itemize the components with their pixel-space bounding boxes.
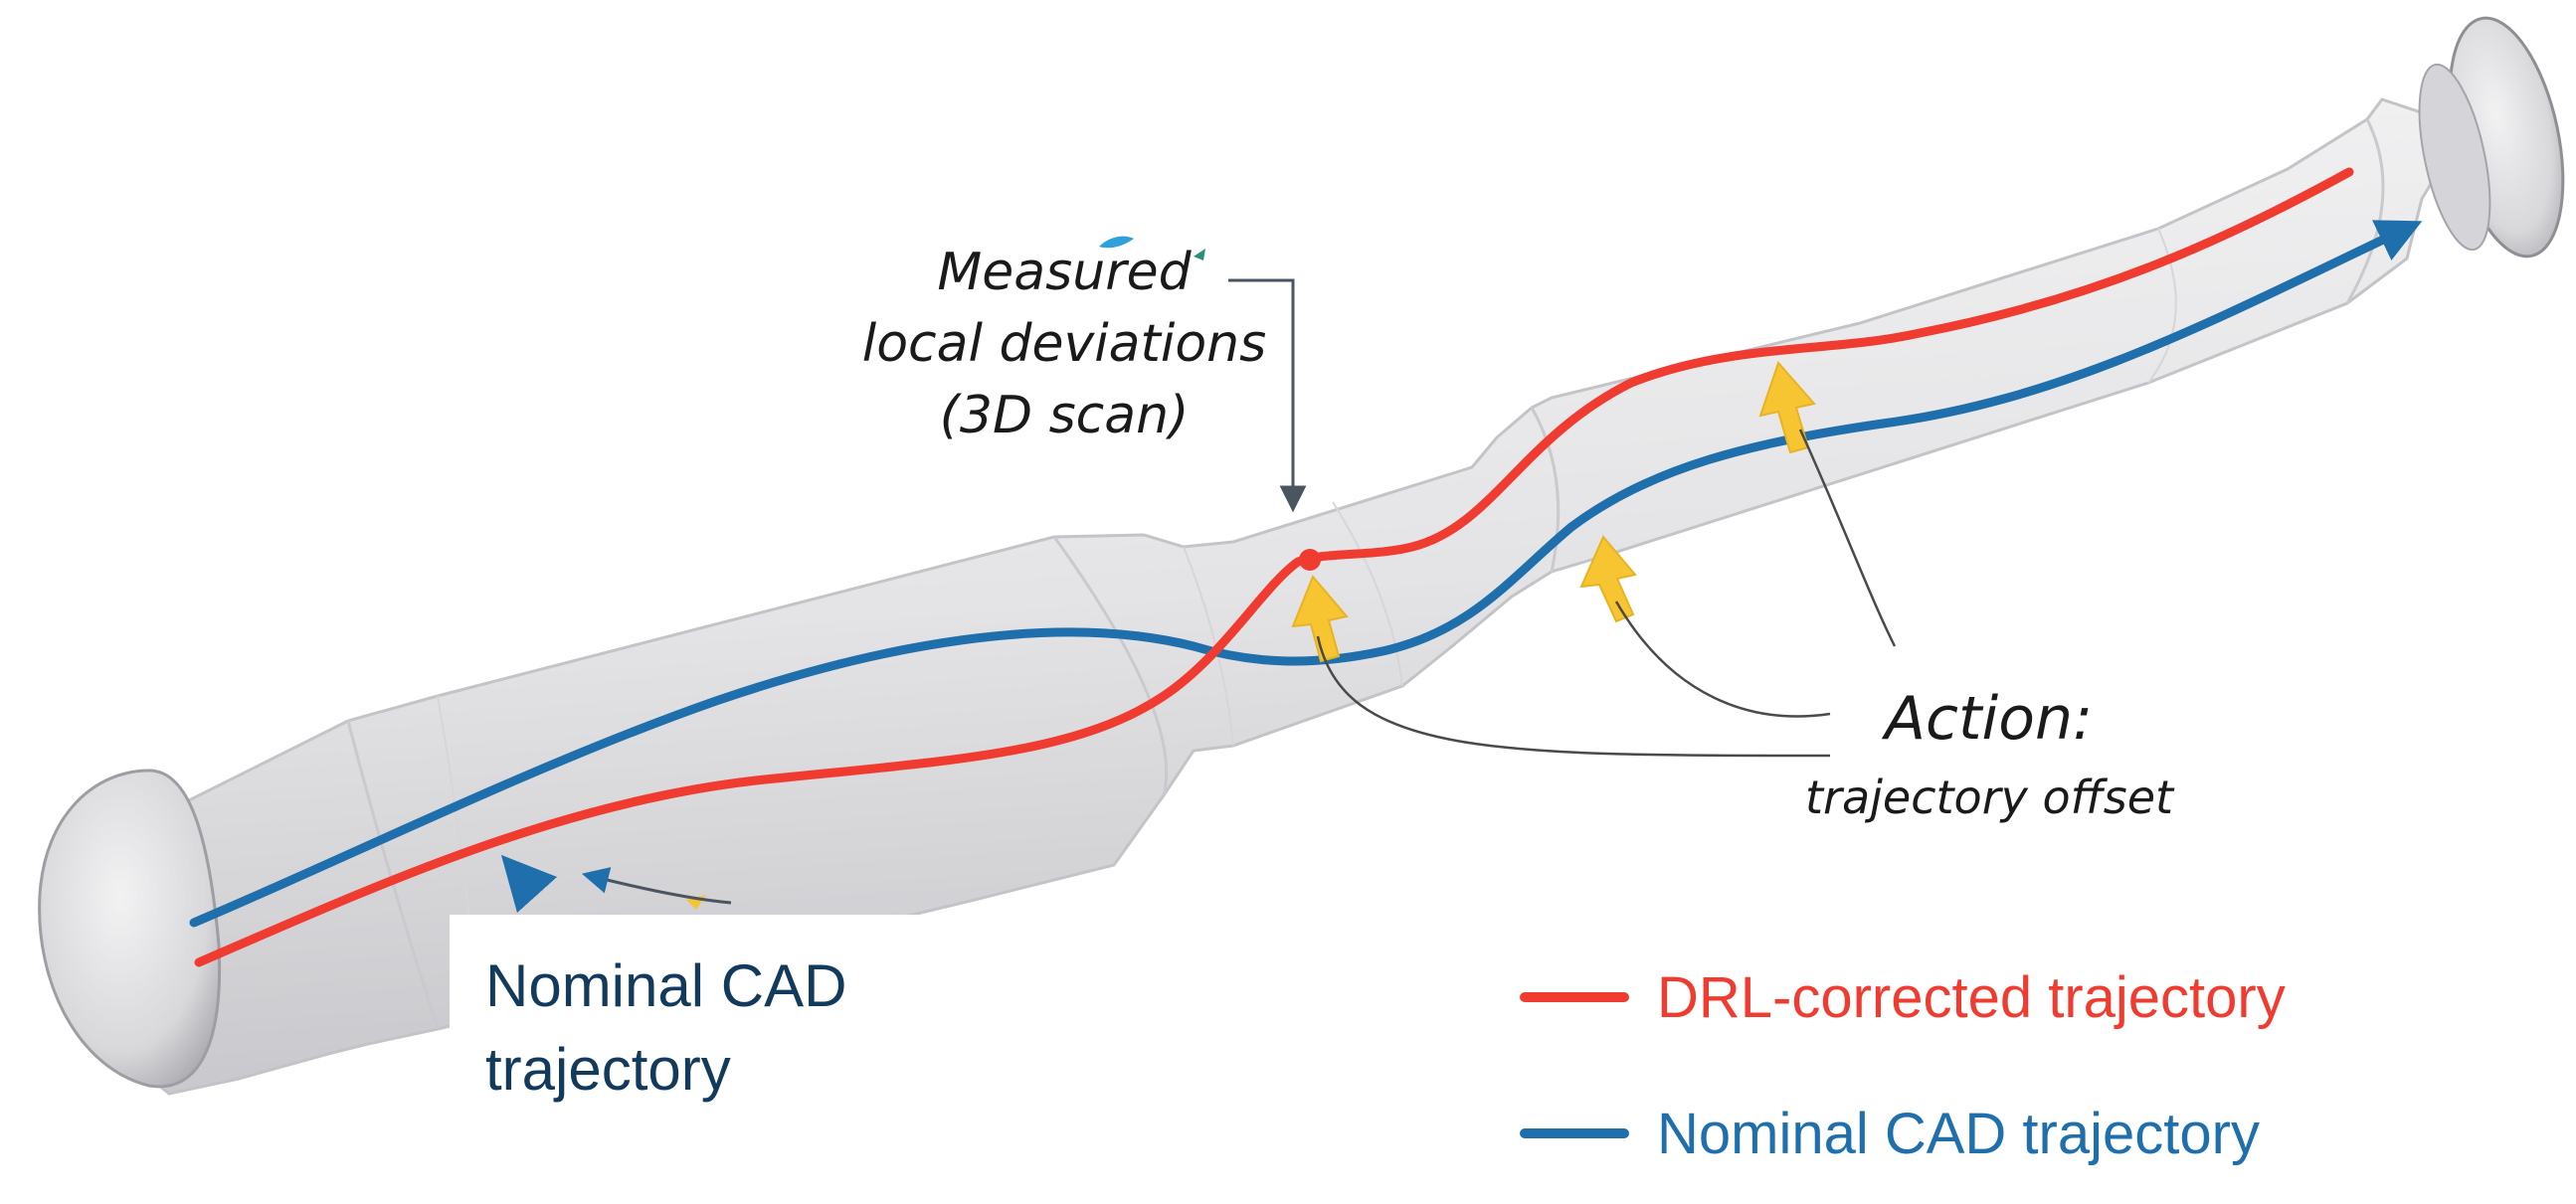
measured-pointer-line: [1228, 278, 1307, 513]
nominal-line-1: Nominal CAD: [485, 952, 847, 1019]
nominal-line-2: trajectory: [485, 1036, 731, 1103]
nominal-cad-label: Nominal CAD trajectory: [485, 945, 846, 1112]
scan-speck-marks: [1099, 236, 1205, 260]
legend-label-drl: DRL-corrected trajectory: [1657, 964, 2286, 1030]
measured-line-1: Measured: [937, 243, 1192, 302]
measured-deviation-marker: [1299, 549, 1321, 571]
nominal-pointer-arrows: [500, 854, 732, 914]
nominal-cad-trajectory-line: [189, 220, 2423, 928]
left-end-cap: [38, 769, 222, 1089]
legend-swatch-blue: [1520, 1128, 1629, 1138]
drl-corrected-trajectory-line: [194, 167, 2354, 967]
legend-label-nominal: Nominal CAD trajectory: [1657, 1101, 2260, 1166]
action-title: Action:: [1885, 684, 2094, 754]
leader-lines: [1316, 429, 1897, 758]
legend-swatch-red: [1520, 992, 1629, 1002]
legend-item-drl: DRL-corrected trajectory: [1520, 952, 2286, 1042]
legend-item-nominal: Nominal CAD trajectory: [1520, 1089, 2260, 1178]
action-subtitle: trajectory offset: [1805, 771, 2174, 824]
nominal-label-backdrop: [450, 915, 967, 1104]
right-flange: [2418, 16, 2565, 258]
measured-deviations-label: Measured local deviations (3D scan): [855, 237, 1273, 451]
measured-line-3: (3D scan): [939, 386, 1190, 445]
measured-line-2: local deviations: [861, 314, 1267, 374]
